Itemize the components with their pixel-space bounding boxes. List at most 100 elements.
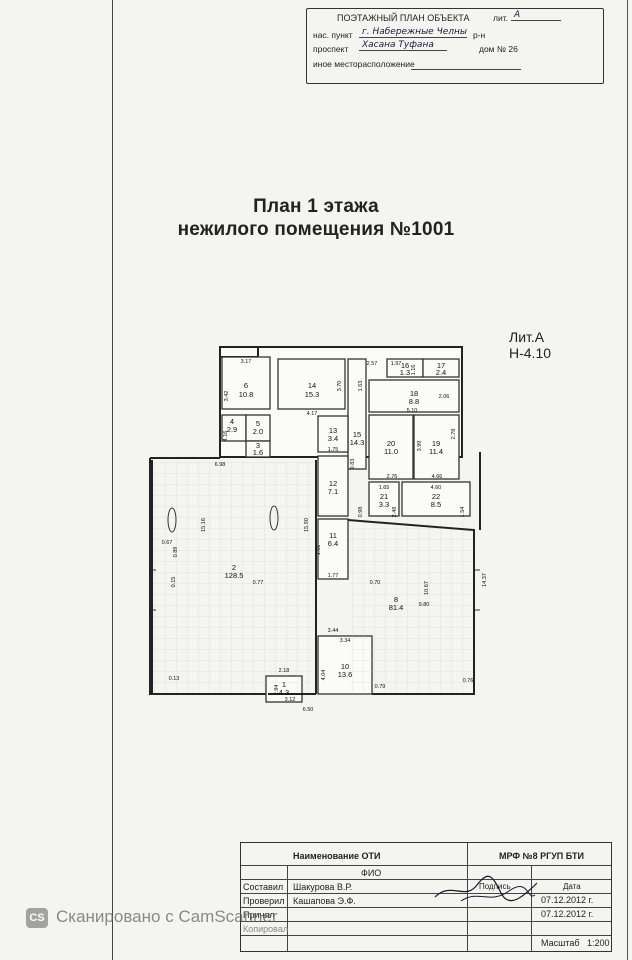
room-area: 14.3 xyxy=(350,438,365,447)
room-area: 3.4 xyxy=(328,434,338,443)
room-14 xyxy=(277,358,346,410)
room-area: 2.4 xyxy=(436,368,446,377)
room-19 xyxy=(413,414,460,480)
room-area: 10.8 xyxy=(239,390,254,399)
name-checked: Кашапова Э.Ф. xyxy=(293,896,356,906)
dim-label: 9.83 xyxy=(350,459,356,470)
dim-label: 15.16 xyxy=(201,518,207,532)
room-area: 2.0 xyxy=(253,427,263,436)
dim-label: 9.80 xyxy=(419,602,430,608)
plan-title: План 1 этажа xyxy=(253,196,379,217)
room-num: 6 xyxy=(244,381,248,390)
room-num: 21 xyxy=(380,492,388,501)
dim-label: 2.57 xyxy=(367,361,378,367)
room-num: 8 xyxy=(394,595,398,604)
room-num: 15 xyxy=(353,430,361,439)
dim-label: 0.13 xyxy=(169,676,180,682)
dim-label: 1.54 xyxy=(460,507,466,518)
org-header: Наименование ОТИ xyxy=(293,851,381,861)
name-composed: Шакурова В.Р. xyxy=(293,882,353,892)
dim-label: 3.70 xyxy=(337,381,343,392)
date-header: Дата xyxy=(563,882,581,891)
header-stamp: ПОЭТАЖНЫЙ ПЛАН ОБЪЕКТА лит. А нас. пункт… xyxy=(306,8,604,84)
dim-label: 1.65 xyxy=(379,485,390,491)
room-area: 8.8 xyxy=(409,397,419,406)
dim-label: 0.67 xyxy=(162,540,173,546)
dim-label: 0.76 xyxy=(463,678,474,684)
dim-label: 0.89 xyxy=(173,547,179,558)
dim-label: 3.42 xyxy=(224,391,230,402)
dim-label: 3.12 xyxy=(285,697,296,703)
room-area: 8.5 xyxy=(431,500,441,509)
room-20 xyxy=(368,414,414,480)
room-13 xyxy=(317,415,349,453)
stamp-other-label: иное месторасположение xyxy=(313,59,415,69)
dim-label: 3.17 xyxy=(241,359,252,365)
stamp-lit-label: лит. xyxy=(493,13,509,23)
dim-label: 1.75 xyxy=(328,447,339,453)
room-17 xyxy=(422,358,460,378)
room-num: 20 xyxy=(387,439,395,448)
dim-label: 15.90 xyxy=(304,518,310,532)
lit-label: Лит.А xyxy=(509,329,545,345)
room-area: 13.6 xyxy=(338,670,353,679)
sign-header: Подпись xyxy=(479,882,511,891)
room-area: 1.3 xyxy=(400,368,410,377)
date-checked: 07.12.2012 г. xyxy=(541,909,594,919)
dim-label: 3.99 xyxy=(417,441,423,452)
dim-label: 0.98 xyxy=(358,507,364,518)
room-num: 19 xyxy=(432,439,440,448)
room-area: 11.4 xyxy=(429,447,443,456)
room-num: 2 xyxy=(232,563,236,572)
room-15 xyxy=(347,358,367,470)
room-area: 6.4 xyxy=(328,539,338,548)
dim-label: 2.94 xyxy=(274,685,280,696)
room-area: 15.3 xyxy=(305,390,320,399)
dim-label: 4.60 xyxy=(431,485,442,491)
org-value: МРФ №8 РГУП БТИ xyxy=(499,851,584,861)
stamp-other-line xyxy=(411,69,521,70)
room-num: 10 xyxy=(341,662,349,671)
dim-label: 1.16 xyxy=(411,365,417,376)
dim-label: 6.50 xyxy=(303,707,314,713)
room-num: 16 xyxy=(401,361,409,370)
stamp-district-label: р-н xyxy=(473,30,486,40)
room-num: 13 xyxy=(329,426,337,435)
room-area: 4.3 xyxy=(279,688,289,697)
stamp-place-value: г. Набережные Челны xyxy=(359,27,467,38)
fio-header: ФИО xyxy=(361,868,382,878)
signature-image xyxy=(434,875,538,902)
scale-label: Масштаб xyxy=(541,938,580,948)
dim-label: 2.76 xyxy=(387,474,398,480)
dim-label: 6.98 xyxy=(215,462,226,468)
room-num: 4 xyxy=(230,417,234,426)
dim-label: 1.63 xyxy=(358,381,364,392)
role-checked: Проверил xyxy=(243,896,285,906)
room-num: 12 xyxy=(329,479,337,488)
dim-label: 2.78 xyxy=(451,429,457,440)
role-copied: Копировал xyxy=(243,924,289,934)
dim-label: 2.48 xyxy=(392,507,398,518)
camscanner-logo-icon: CS xyxy=(26,907,48,928)
dim-label: 4.16 xyxy=(223,431,229,442)
dim-label: 1.77 xyxy=(328,573,339,579)
stamp-title: ПОЭТАЖНЫЙ ПЛАН ОБЪЕКТА xyxy=(337,13,470,23)
room-num: 14 xyxy=(308,381,316,390)
dim-label: 4.17 xyxy=(307,411,318,417)
stamp-street-label: проспект xyxy=(313,44,349,54)
room-11 xyxy=(317,518,349,580)
dim-label: 1.97 xyxy=(391,361,402,367)
dim-label: 3.34 xyxy=(340,638,351,644)
room-3 xyxy=(245,440,271,458)
dim-label: 3.44 xyxy=(328,628,339,634)
role-composed: Составил xyxy=(243,882,284,892)
stamp-place-label: нас. пункт xyxy=(313,30,353,40)
page-border xyxy=(112,0,628,960)
dim-label: 4.66 xyxy=(432,474,443,480)
plan-subtitle: нежилого помещения №1001 xyxy=(177,219,455,240)
room-area: 7.1 xyxy=(328,487,338,496)
room-12 xyxy=(317,455,349,517)
room-area: 2.9 xyxy=(227,425,237,434)
